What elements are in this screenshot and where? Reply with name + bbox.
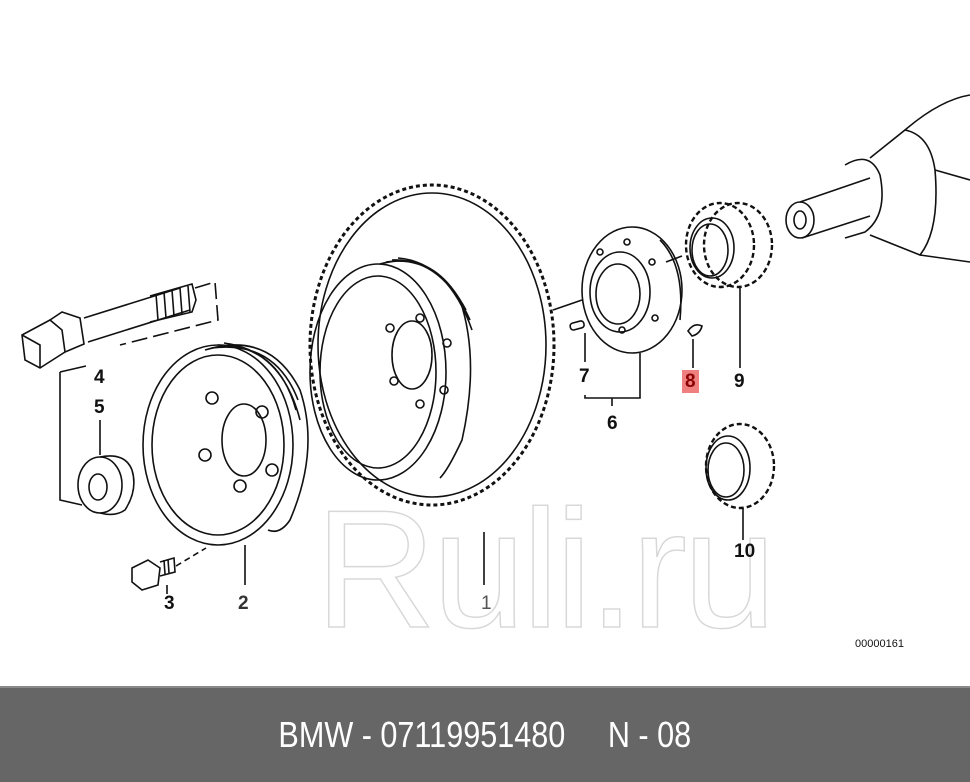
part-number-caption: BMW - 07119951480 N - 08 xyxy=(278,714,692,755)
figure-id: 00000161 xyxy=(855,638,904,650)
pulley-part-2 xyxy=(142,342,309,585)
exploded-view-drawing xyxy=(21,94,970,594)
bolt-part-3 xyxy=(131,547,207,594)
callout-6: 6 xyxy=(607,413,618,434)
flange-part-6 xyxy=(552,226,683,406)
key-part-8 xyxy=(687,324,703,368)
callout-2: 2 xyxy=(238,593,249,614)
part-number-footer: BMW - 07119951480 N - 08 xyxy=(0,686,970,782)
callout-5: 5 xyxy=(94,397,105,418)
washer-part-5 xyxy=(59,365,135,516)
sprocket-part-10 xyxy=(704,422,776,540)
callout-4: 4 xyxy=(94,367,105,388)
parts-diagram: Ruli.ru 1 2 3 4 5 6 7 8 9 10 00000161 xyxy=(21,94,970,663)
crankshaft xyxy=(785,94,970,263)
callout-10: 10 xyxy=(734,541,756,562)
sprocket-part-9 xyxy=(665,201,774,368)
bolt-part-4 xyxy=(21,280,219,369)
damper-part-1 xyxy=(308,183,556,585)
callout-9: 9 xyxy=(734,371,745,392)
callout-1: 1 xyxy=(481,593,492,614)
callout-3: 3 xyxy=(164,593,175,614)
pin-part-7 xyxy=(569,320,586,362)
callout-7: 7 xyxy=(579,366,590,387)
callout-8-highlighted[interactable]: 8 xyxy=(682,370,699,393)
watermark: Ruli.ru xyxy=(314,475,777,663)
